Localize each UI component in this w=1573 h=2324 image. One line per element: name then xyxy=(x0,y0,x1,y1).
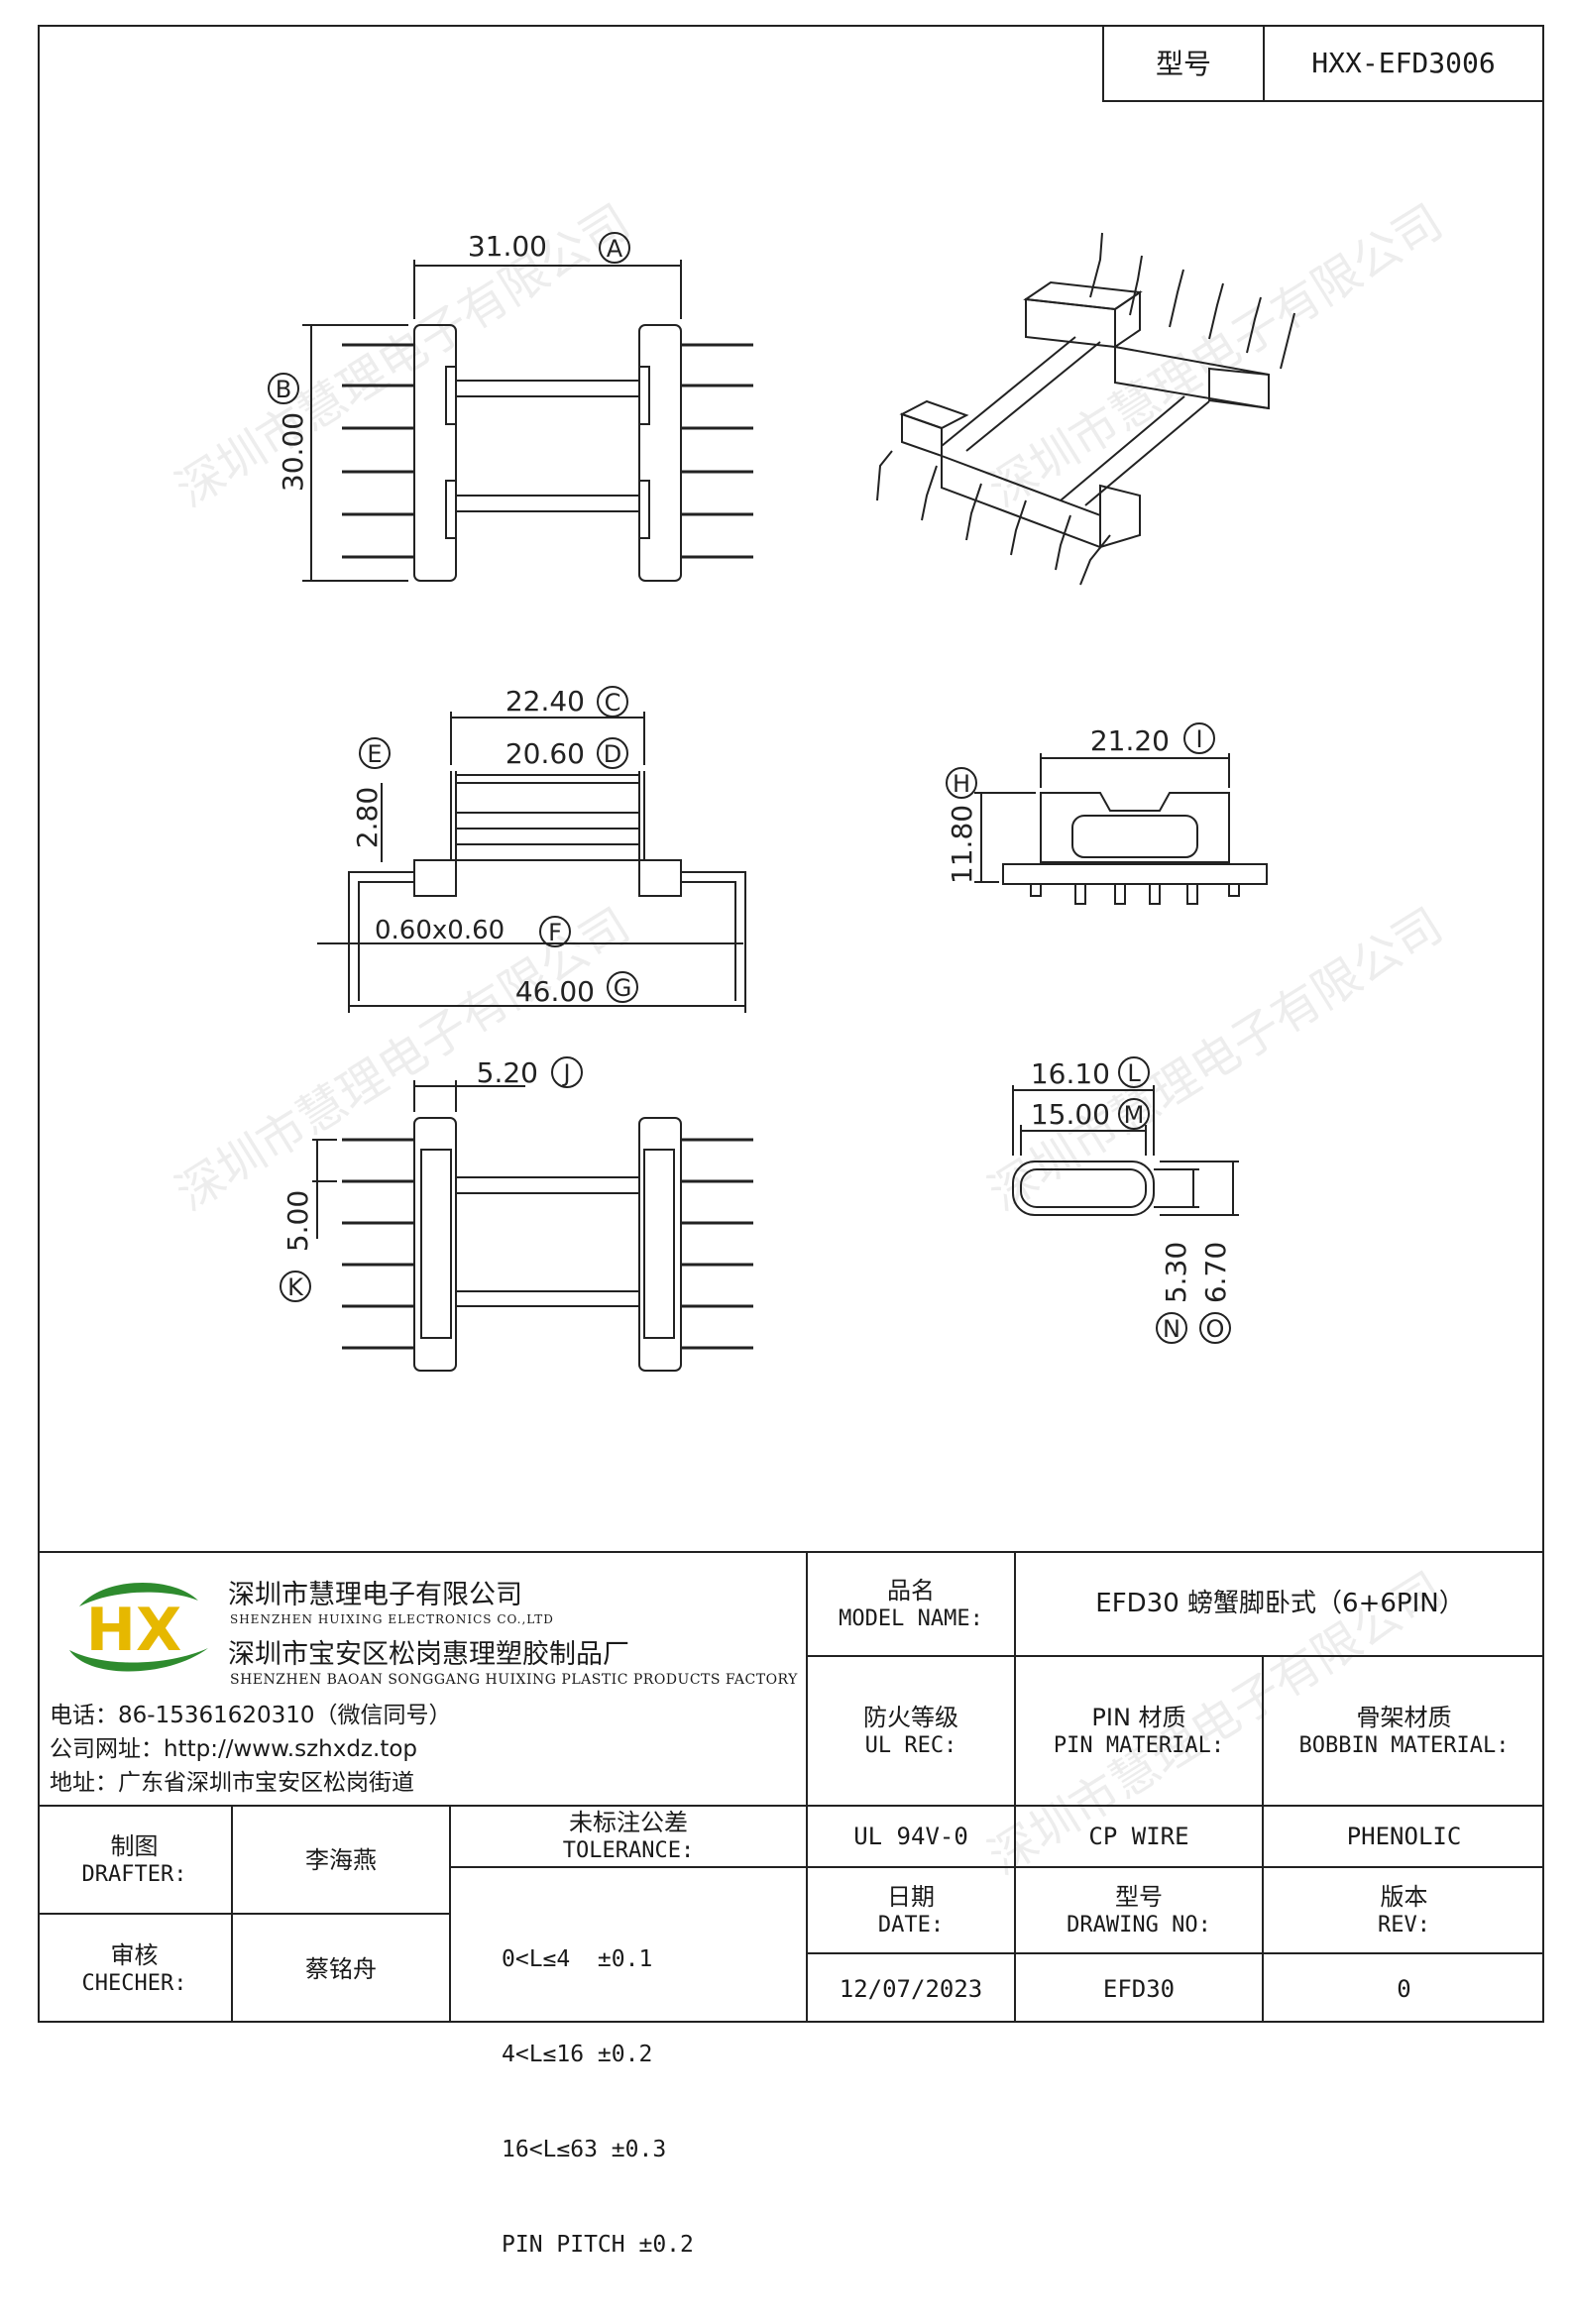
dim-k-value: 5.00 xyxy=(281,1190,314,1252)
dim-g-value: 46.00 xyxy=(515,975,595,1008)
dim-b-value: 30.00 xyxy=(277,412,309,492)
ul-rec-label: 防火等级 UL REC: xyxy=(863,1703,958,1758)
dim-n-letter: N xyxy=(1163,1315,1180,1343)
dim-c-letter: C xyxy=(605,689,621,717)
company-website: 公司网址：http://www.szhxdz.top xyxy=(50,1736,418,1762)
company-name-en: SHENZHEN HUIXING ELECTRONICS CO.,LTD xyxy=(230,1612,554,1626)
drawing-frame xyxy=(38,25,1544,2023)
dim-e-letter: E xyxy=(367,740,382,768)
dim-o-value: 6.70 xyxy=(1199,1242,1232,1303)
dim-d-value: 20.60 xyxy=(506,737,585,770)
date-value: 12/07/2023 xyxy=(839,1974,983,2003)
company-logo: HX xyxy=(50,1571,218,1675)
dim-h-letter: H xyxy=(953,770,970,798)
dim-j-value: 5.20 xyxy=(477,1056,538,1089)
technical-drawing: 31.00 A B 30.00 xyxy=(268,230,1295,1372)
dim-b-letter: B xyxy=(276,376,291,403)
dim-j-letter: J xyxy=(561,1059,570,1087)
dim-n-value: 5.30 xyxy=(1160,1242,1192,1303)
model-name-value: EFD30 螃蟹脚卧式（6+6PIN） xyxy=(1095,1589,1465,1619)
model-number-box: 型号 HXX-EFD3006 xyxy=(1102,25,1544,102)
dim-c-value: 22.40 xyxy=(506,685,585,718)
drawing-no-value: EFD30 xyxy=(1102,1974,1176,2003)
ul-rec-value: UL 94V-0 xyxy=(853,1823,968,1850)
dim-f-letter: F xyxy=(548,919,562,946)
logo-letters: HX xyxy=(86,1596,181,1665)
dim-l-value: 16.10 xyxy=(1031,1057,1110,1090)
title-block: HX 深圳市慧理电子有限公司 SHENZHEN HUIXING ELECTRON… xyxy=(38,1551,1544,2258)
front-view xyxy=(317,712,746,1013)
company-address: 地址：广东省深圳市宝安区松岗街道 xyxy=(50,1770,414,1796)
dim-m-letter: M xyxy=(1124,1101,1145,1129)
top-view xyxy=(302,260,753,582)
dim-g-letter: G xyxy=(614,974,632,1002)
dim-l-letter: L xyxy=(1127,1059,1141,1087)
side-view xyxy=(974,753,1268,905)
pin-material-value: CP WIRE xyxy=(1088,1823,1189,1850)
model-label: 型号 xyxy=(1104,25,1265,100)
dim-o-letter: O xyxy=(1206,1315,1225,1343)
dim-k-letter: K xyxy=(287,1273,304,1301)
tolerance-line: 0<L≤4 ±0.1 xyxy=(502,1946,653,1972)
isometric-view xyxy=(876,232,1295,586)
bobbin-material-label: 骨架材质 BOBBIN MATERIAL: xyxy=(1298,1703,1510,1758)
drawing-no-label: 型号 DRAWING NO: xyxy=(1067,1882,1211,1937)
checker-label: 审核 CHECHER: xyxy=(81,1940,187,1996)
bobbin-material-value: PHENOLIC xyxy=(1346,1823,1462,1850)
tolerance-line: PIN PITCH ±0.2 xyxy=(502,2232,694,2258)
dim-a-value: 31.00 xyxy=(468,230,547,263)
dim-a-letter: A xyxy=(607,235,623,263)
model-value: HXX-EFD3006 xyxy=(1311,46,1496,79)
dim-i-value: 21.20 xyxy=(1090,724,1170,757)
rev-value: 0 xyxy=(1397,1974,1411,2003)
company-phone: 电话：86-15361620310（微信同号） xyxy=(50,1703,452,1728)
checker-value: 蔡铭舟 xyxy=(305,1954,377,1983)
tolerance-list: 0<L≤4 ±0.1 4<L≤16 ±0.2 16<L≤63 ±0.3 PIN … xyxy=(502,1880,694,2324)
dim-f-value: 0.60x0.60 xyxy=(375,916,505,945)
dim-i-letter: I xyxy=(1195,725,1202,753)
core-section-view xyxy=(1012,1085,1239,1216)
dim-m-value: 15.00 xyxy=(1031,1098,1110,1131)
tolerance-line: 16<L≤63 ±0.3 xyxy=(502,2137,667,2162)
model-name-label: 品名 MODEL NAME: xyxy=(839,1576,983,1631)
rev-label: 版本 REV: xyxy=(1378,1882,1430,1937)
pin-material-label: PIN 材质 PIN MATERIAL: xyxy=(1053,1703,1225,1758)
bottom-view xyxy=(312,1080,753,1372)
dim-d-letter: D xyxy=(604,740,621,768)
tolerance-label: 未标注公差 TOLERANCE: xyxy=(562,1809,695,1864)
dim-e-value: 2.80 xyxy=(351,787,384,848)
drafter-label: 制图 DRAFTER: xyxy=(81,1831,187,1887)
tolerance-line: 4<L≤16 ±0.2 xyxy=(502,2042,653,2067)
dim-h-value: 11.80 xyxy=(946,805,978,884)
company-name-cn: 深圳市慧理电子有限公司 xyxy=(228,1580,522,1610)
drafter-value: 李海燕 xyxy=(305,1845,377,1874)
factory-name-cn: 深圳市宝安区松岗惠理塑胶制品厂 xyxy=(228,1639,629,1670)
factory-name-en: SHENZHEN BAOAN SONGGANG HUIXING PLASTIC … xyxy=(230,1672,798,1688)
date-label: 日期 DATE: xyxy=(877,1882,945,1937)
